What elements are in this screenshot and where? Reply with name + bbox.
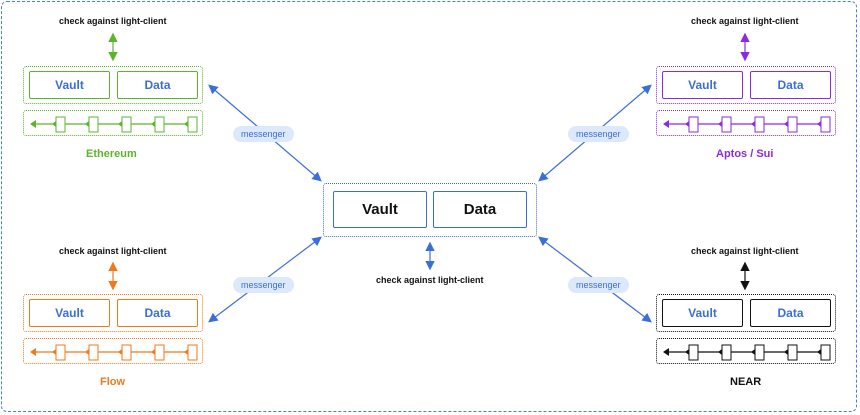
messenger-pill-flow: messenger [233,277,294,293]
ethereum-blocks [30,116,198,133]
flow-data-box: Data [117,299,198,327]
flow-block-chain [23,338,203,364]
messenger-pill-aptos-sui: messenger [568,126,629,142]
ethereum-check-label: check against light-client [59,16,167,26]
flow-blocks [30,344,198,361]
near-chain-name: NEAR [730,376,762,388]
near-vault-box: Vault [662,299,743,327]
ethereum-data-box: Data [117,71,198,99]
aptos-sui-container [656,66,836,104]
aptos-sui-blocks [663,116,831,133]
ethereum-vault-box: Vault [29,71,110,99]
ethereum-container [23,66,203,104]
messenger-pill-ethereum: messenger [233,126,294,142]
flow-chain-name: Flow [100,376,126,388]
near-check-label: check against light-client [691,246,799,256]
flow-container [23,294,203,332]
near-container [656,294,836,332]
ethereum-block-chain [23,110,203,136]
center-hub [323,183,537,237]
aptos-sui-vault-box: Vault [662,71,743,99]
center-check-label: check against light-client [376,275,484,285]
near-data-box: Data [750,299,831,327]
aptos-sui-block-chain [656,110,836,136]
center-data-box: Data [433,191,527,228]
messenger-pill-near: messenger [568,277,629,293]
flow-check-label: check against light-client [59,246,167,256]
aptos-sui-check-label: check against light-client [691,16,799,26]
center-vault-box: Vault [333,191,427,228]
ethereum-chain-name: Ethereum [86,148,137,160]
aptos-sui-chain-name: Aptos / Sui [716,148,774,160]
flow-vault-box: Vault [29,299,110,327]
aptos-sui-data-box: Data [750,71,831,99]
near-blocks [663,344,831,361]
near-block-chain [656,338,836,364]
